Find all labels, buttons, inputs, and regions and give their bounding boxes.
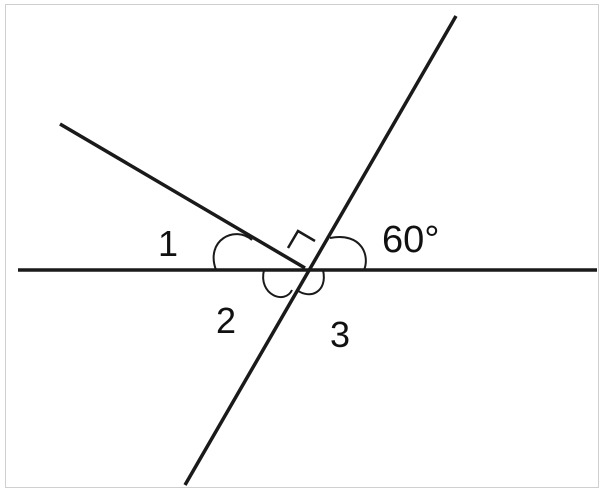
transversal-line [183, 15, 458, 486]
perpendicular-ray [59, 122, 306, 270]
angle-60-arc [329, 236, 367, 271]
angle-1-label: 1 [158, 223, 178, 264]
angle-2-arc [262, 269, 293, 299]
angle-3-label: 3 [330, 314, 350, 355]
figure-frame [5, 4, 599, 488]
angle-3-arc [296, 269, 325, 296]
given-angle-label: 60° [382, 219, 439, 261]
angle-1-arc [212, 233, 253, 271]
angle-2-label: 2 [216, 300, 236, 341]
right-angle-marker [286, 229, 316, 249]
